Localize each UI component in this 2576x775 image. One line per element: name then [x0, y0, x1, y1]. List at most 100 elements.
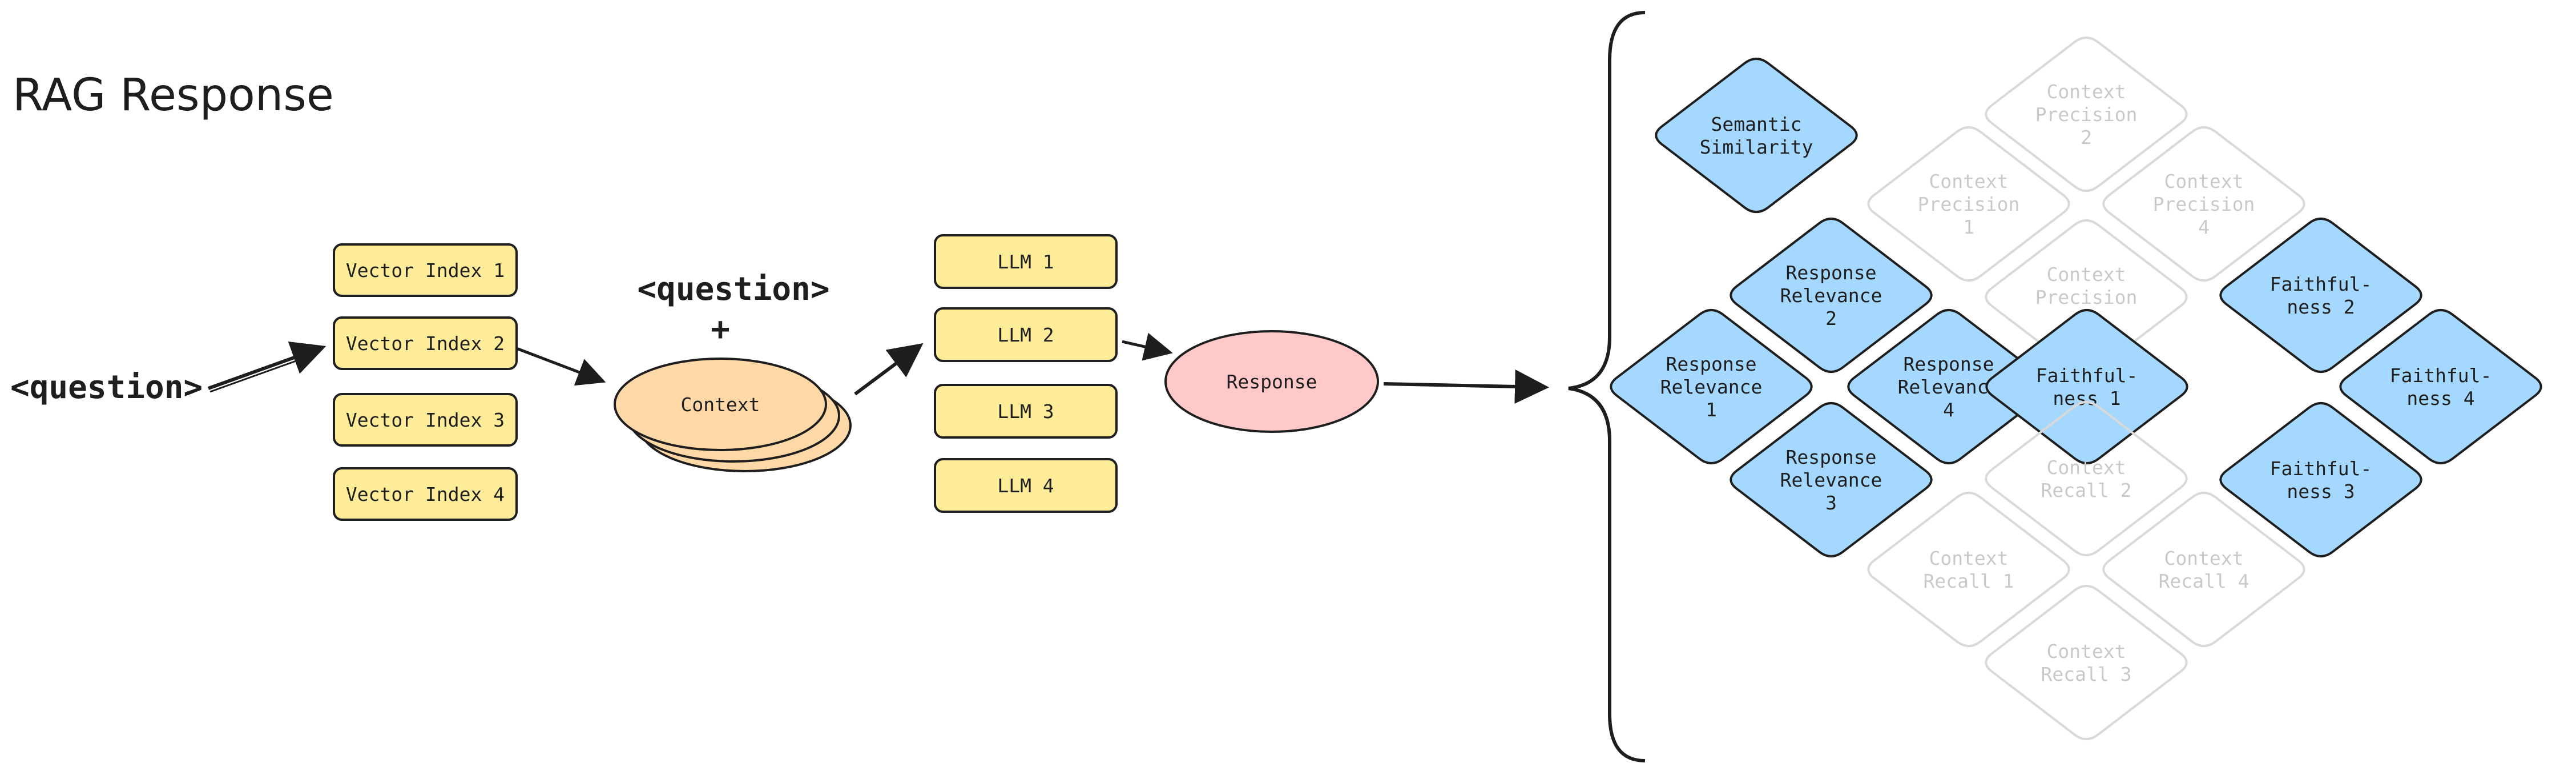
metric-response-relevance-2-label-line: 2	[1825, 307, 1837, 330]
metric-faithfulness-1-label-line: Faithful-	[2036, 364, 2138, 387]
metric-faithfulness-1: Faithful-ness 1	[1985, 308, 2188, 465]
llm-1-label: LLM 1	[997, 251, 1054, 273]
metrics-curly-brace	[1568, 11, 1646, 762]
metric-context-recall-4-label-line: Recall 4	[2159, 570, 2250, 592]
vector-index-1-label: Vector Index 1	[346, 259, 505, 282]
llm-2: LLM 2	[934, 307, 1118, 362]
metric-response-relevance-1-label-line: Relevance	[1660, 376, 1763, 398]
metric-faithfulness-1-label-line: ness 1	[2053, 387, 2121, 409]
vector-index-3: Vector Index 3	[333, 393, 518, 447]
arrow-index-to-context	[516, 347, 606, 386]
metric-context-recall-3-shape	[1985, 584, 2188, 741]
metric-response-relevance-4-shape	[1847, 308, 2050, 465]
input-question-label: <question>	[10, 369, 203, 406]
metric-response-relevance-4-label-line: 4	[1943, 399, 1954, 421]
metric-context-precision-4-shape	[2102, 126, 2305, 282]
metric-context-precision-2-shape	[1985, 36, 2188, 192]
metric-context-recall-2-label-line: Context	[2046, 456, 2126, 479]
plus-sign: +	[711, 311, 730, 348]
vector-index-2-label: Vector Index 2	[346, 332, 505, 355]
metric-context-recall-3-label-line: Context	[2046, 640, 2126, 662]
metric-context-precision-3-label-line: Context	[2046, 263, 2126, 286]
metric-faithfulness-1-shape	[1985, 308, 2188, 465]
metric-context-precision-1-label-line: 1	[1963, 216, 1974, 238]
metric-faithfulness-2-label-line: Faithful-	[2270, 273, 2372, 295]
metric-context-recall-1-label-line: Context	[1929, 547, 2008, 569]
metric-context-precision-4-label-line: Precision	[2153, 193, 2255, 215]
metric-context-precision-4-label-line: 4	[2198, 216, 2210, 238]
metric-context-precision-1-shape	[1867, 126, 2070, 282]
llm-4: LLM 4	[934, 458, 1118, 513]
metric-context-precision-2-label-line: Precision	[2035, 103, 2138, 126]
metric-faithfulness-4-shape	[2339, 308, 2542, 465]
metric-context-precision-1-label-line: Precision	[1918, 193, 2020, 215]
metric-response-relevance-3-label-line: Relevance	[1780, 469, 1882, 491]
metric-semantic-similarity-shape	[1655, 57, 1858, 214]
vector-index-2: Vector Index 2	[333, 316, 518, 370]
merge-question-label: <question>	[637, 271, 829, 308]
context-label: Context	[680, 393, 760, 416]
metric-response-relevance-2-label-line: Response	[1786, 262, 1877, 284]
llm-1: LLM 1	[934, 234, 1118, 289]
metric-context-precision-4-label-line: Context	[2164, 170, 2243, 192]
metric-response-relevance-2-shape	[1730, 217, 1933, 374]
metric-response-relevance-3-shape	[1730, 401, 1933, 558]
arrow-context-to-llms	[854, 343, 924, 396]
metric-faithfulness-2-label-line: ness 2	[2287, 296, 2355, 318]
vector-index-1: Vector Index 1	[333, 243, 518, 297]
metric-response-relevance-4-label-line: Response	[1904, 353, 1994, 375]
metric-faithfulness-4: Faithful-ness 4	[2339, 308, 2542, 465]
metric-response-relevance-4-label-line: Relevance	[1898, 376, 2000, 398]
metric-response-relevance-1-label-line: 1	[1706, 399, 1717, 421]
llm-3: LLM 3	[934, 384, 1118, 439]
metric-faithfulness-3-shape	[2219, 401, 2422, 558]
response-label: Response	[1227, 371, 1317, 393]
metric-semantic-similarity-label-line: Similarity	[1700, 136, 1813, 158]
arrow-question-to-indexes-sketch	[209, 353, 316, 393]
metric-response-relevance-3-label-line: Response	[1786, 446, 1877, 468]
metric-faithfulness-3-label-line: Faithful-	[2270, 457, 2372, 480]
metric-context-precision-3-label-line: Precision	[2035, 286, 2138, 308]
metric-faithfulness-3: Faithful-ness 3	[2219, 401, 2422, 558]
metric-faithfulness-4-label-line: Faithful-	[2390, 364, 2492, 387]
metric-context-recall-4-label-line: Context	[2164, 547, 2243, 569]
metric-context-precision-2-label-line: 2	[2081, 126, 2092, 148]
metric-semantic-similarity-label-line: Semantic	[1711, 113, 1802, 135]
vector-index-4: Vector Index 4	[333, 467, 518, 521]
metric-context-recall-3-label-line: Recall 3	[2041, 663, 2132, 685]
llm-4-label: LLM 4	[997, 475, 1054, 497]
metric-context-precision-2-label-line: Context	[2046, 81, 2126, 103]
metric-faithfulness-3-label-line: ness 3	[2287, 480, 2355, 503]
diagram-title: RAG Response	[13, 70, 334, 121]
llm-2-label: LLM 2	[997, 324, 1054, 346]
metric-response-relevance-3-label-line: 3	[1825, 492, 1837, 514]
arrow-question-to-indexes	[207, 341, 326, 390]
metric-context-recall-2-shape	[1985, 400, 2188, 557]
metric-response-relevance-1-label-line: Response	[1666, 353, 1757, 375]
metric-response-relevance-1-shape	[1610, 308, 1813, 465]
metrics-grid: SemanticSimilarityContextPrecision1Conte…	[1610, 36, 2542, 741]
metric-context-recall-1-shape	[1867, 491, 2070, 648]
vector-index-4-label: Vector Index 4	[346, 483, 505, 505]
vector-index-3-label: Vector Index 3	[346, 409, 505, 431]
metric-context-recall-2-label-line: Recall 2	[2041, 479, 2132, 501]
context-stack: Context	[614, 358, 852, 472]
metric-faithfulness-4-label-line: ness 4	[2406, 387, 2474, 409]
metric-context-precision-1-label-line: Context	[1929, 170, 2008, 192]
metric-context-recall-1-label-line: Recall 1	[1924, 570, 2014, 592]
llm-3-label: LLM 3	[997, 400, 1054, 423]
arrow-response-to-metrics	[1383, 369, 1549, 404]
